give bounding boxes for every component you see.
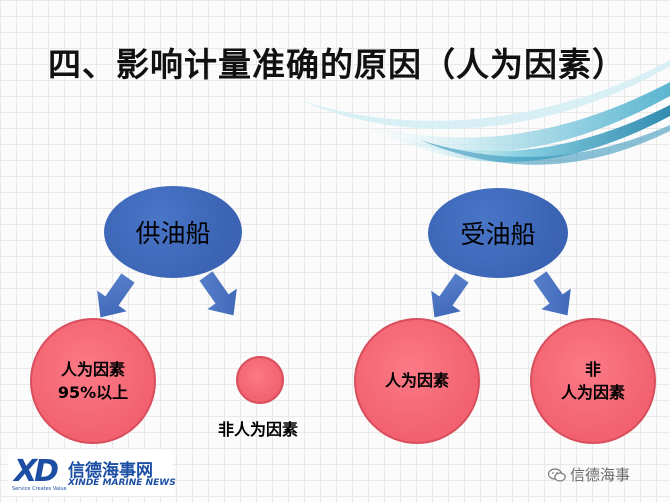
node-receiver-non-human-factors: 非 人为因素 xyxy=(530,318,656,444)
arrow-supplier-to-nonhuman xyxy=(199,271,237,316)
arrow-supplier-to-human xyxy=(97,273,135,318)
arrow-receiver-to-human xyxy=(431,273,469,318)
node-supplier-non-human-dot xyxy=(236,356,284,404)
node-receiver-human-factors: 人为因素 xyxy=(354,318,480,444)
node-supplier-human-factors: 人为因素 95%以上 xyxy=(30,318,156,444)
wechat-watermark: 信德海事 xyxy=(548,464,630,485)
logo-chinese-name: 信德海事网 xyxy=(68,461,153,481)
arrow-receiver-to-nonhuman xyxy=(533,271,571,316)
logo-mark: XD xyxy=(14,454,59,489)
wechat-icon xyxy=(548,468,566,482)
node-supplier-ship: 供油船 xyxy=(104,186,242,278)
logo-slogan: Service Creates Value xyxy=(12,486,67,492)
logo-english-name: XINDE MARINE NEWS xyxy=(68,478,176,488)
node-receiver-ship: 受油船 xyxy=(428,188,568,278)
xinde-logo[interactable]: XD 信德海事网 XINDE MARINE NEWS Service Creat… xyxy=(8,450,176,496)
wechat-watermark-text: 信德海事 xyxy=(570,466,631,484)
supplier-non-human-label: 非人为因素 xyxy=(218,420,299,439)
slide-title: 四、影响计量准确的原因（人为因素） xyxy=(48,45,626,84)
